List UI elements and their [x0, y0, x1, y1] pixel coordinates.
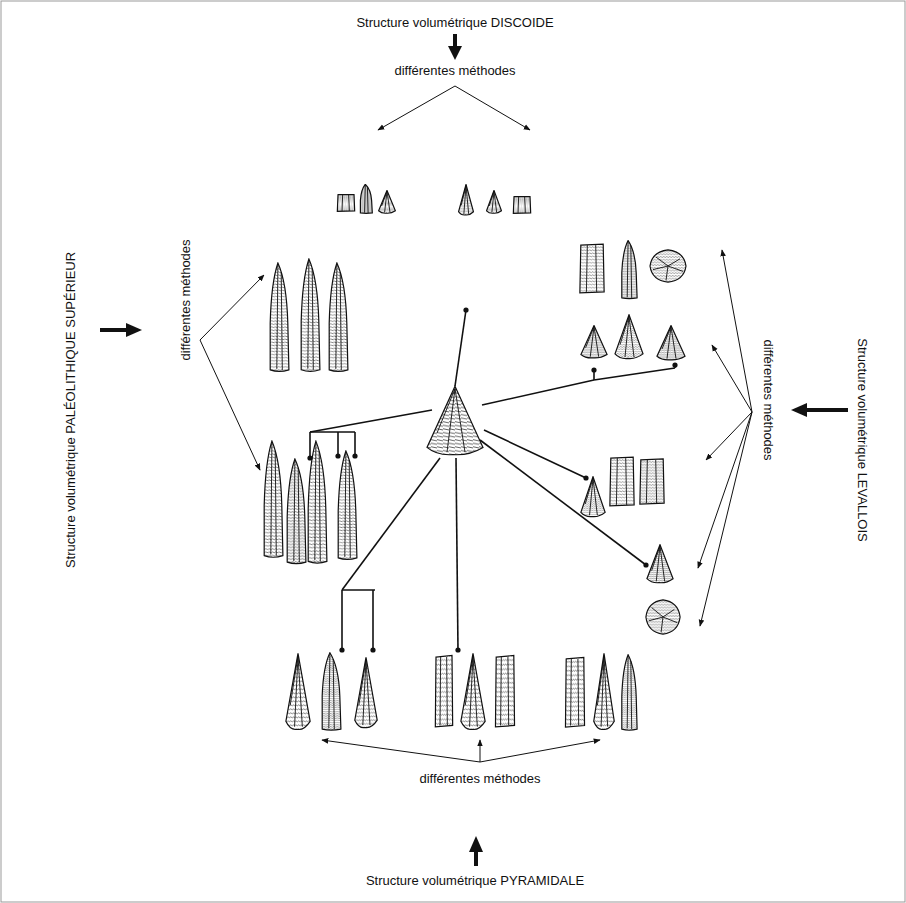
structure-label: Structure volumétrique DISCOIDE [355, 15, 554, 30]
method-label: différentes méthodes [393, 63, 516, 78]
method-label: différentes méthodes [761, 338, 776, 461]
structure-label: Structure volumétrique LEVALLOIS [855, 337, 870, 543]
structure-label: Structure volumétrique PYRAMIDALE [365, 873, 585, 888]
structure-label: Structure volumétrique PALÉOLITHIQUE SUP… [63, 251, 78, 569]
method-label: différentes méthodes [418, 771, 541, 786]
method-label: différentes méthodes [178, 238, 193, 361]
